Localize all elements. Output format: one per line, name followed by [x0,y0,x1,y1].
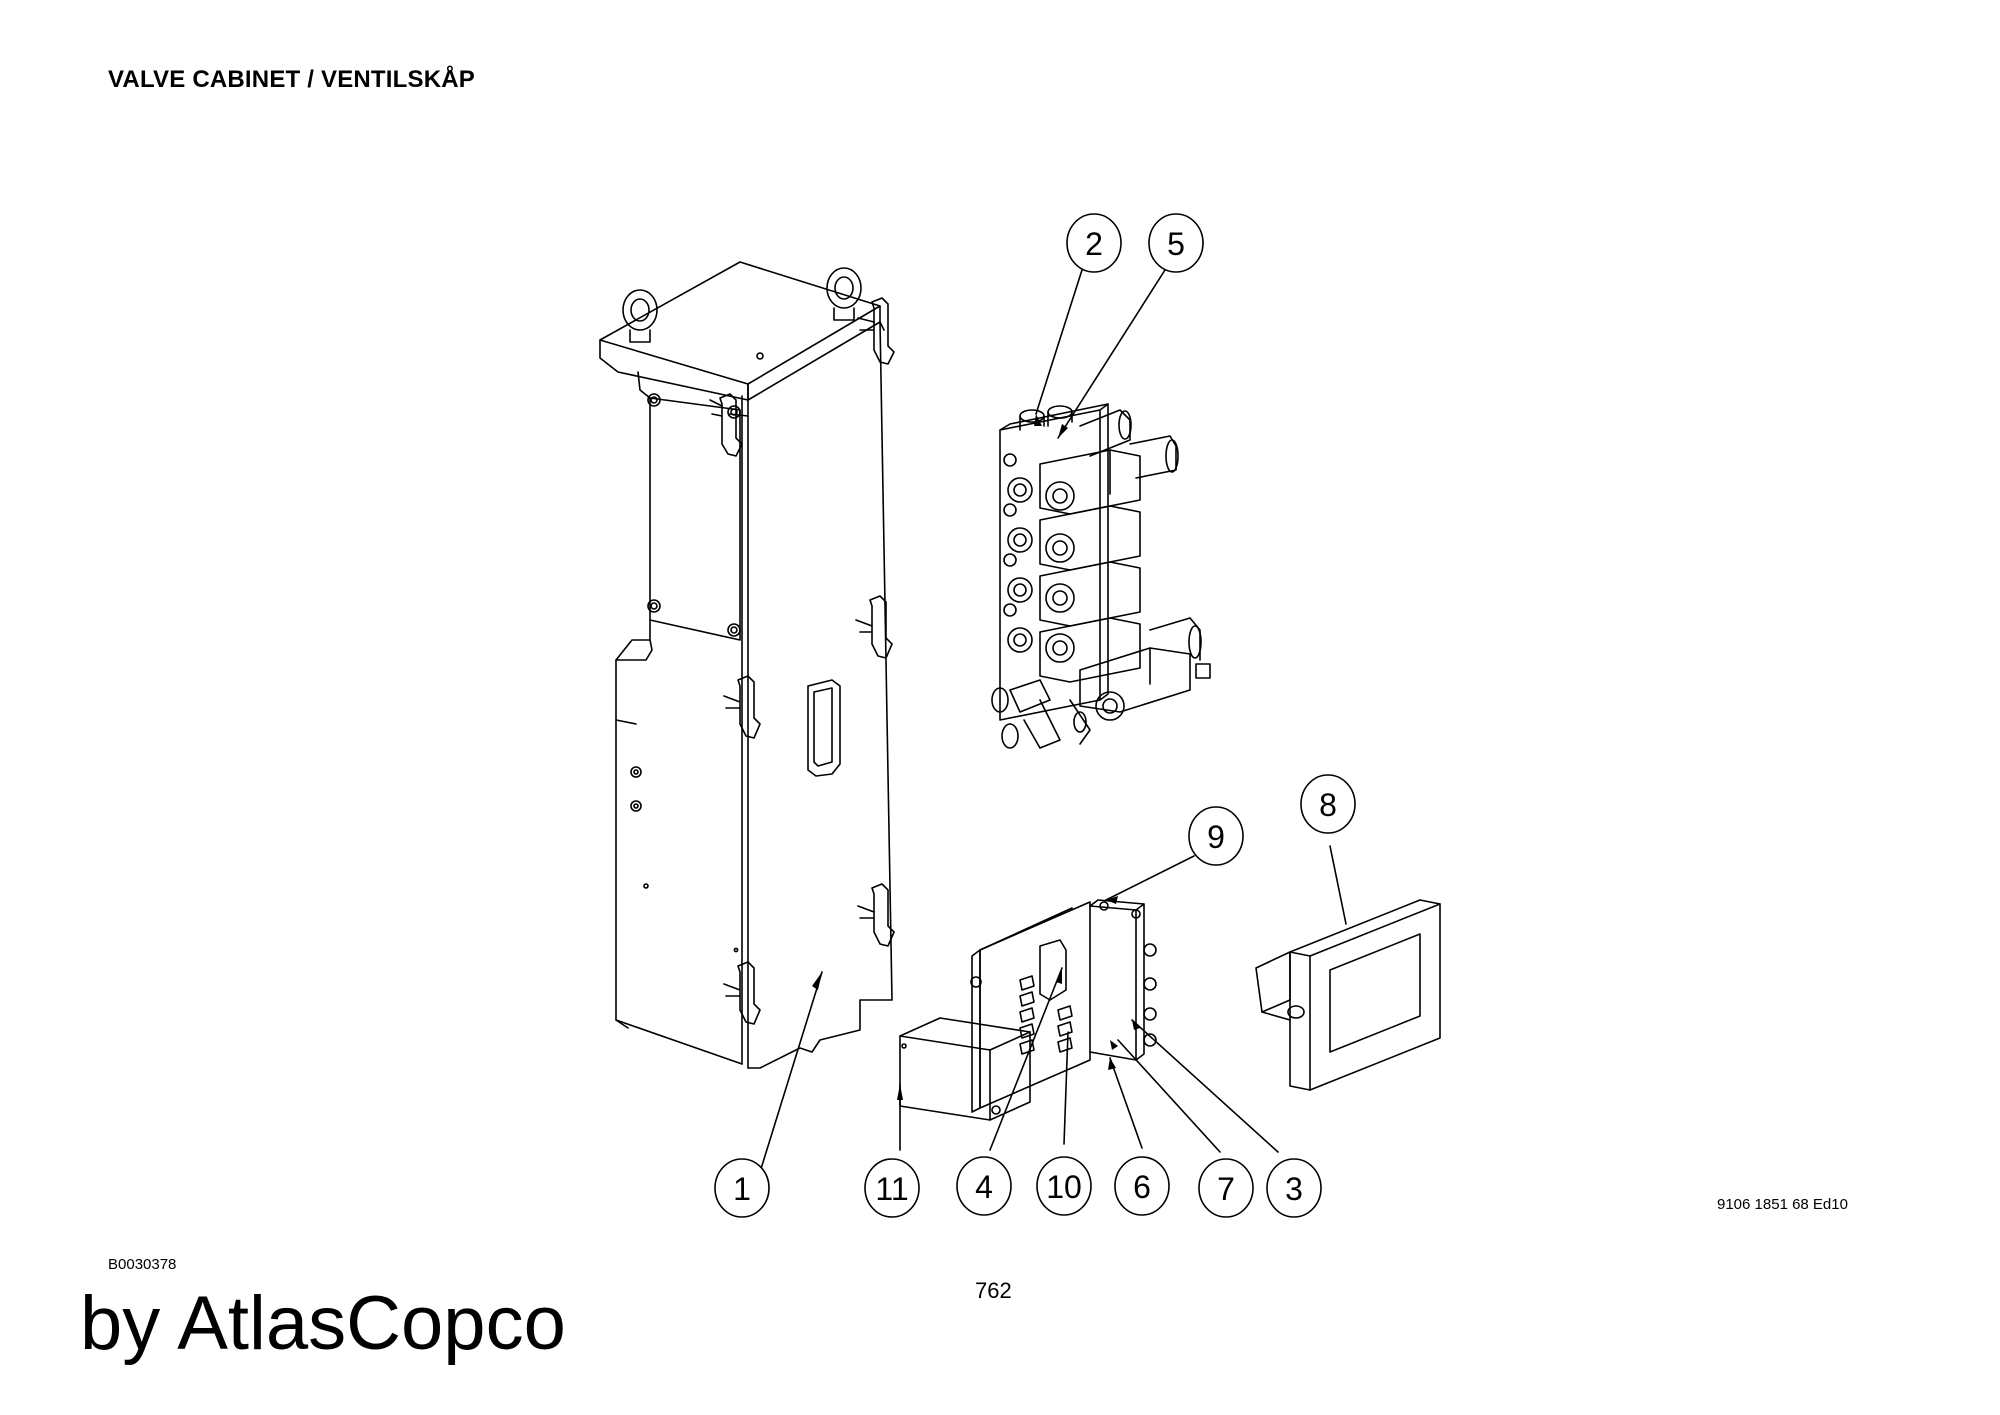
svg-text:10: 10 [1046,1169,1082,1205]
callout-9: 9 [1188,806,1244,866]
document-number: 9106 1851 68 Ed10 [1717,1196,1848,1213]
svg-text:3: 3 [1285,1171,1303,1207]
valve-block-assembly [991,403,1211,749]
svg-text:4: 4 [975,1169,993,1205]
callout-5: 5 [1148,213,1204,273]
display-unit [1255,899,1441,1091]
callout-3: 3 [1266,1158,1322,1218]
callout-6: 6 [1114,1156,1170,1216]
svg-text:8: 8 [1319,787,1337,823]
callout-10: 10 [1036,1156,1092,1216]
callout-1: 1 [714,1158,770,1218]
svg-text:9: 9 [1207,819,1225,855]
callout-7: 7 [1198,1158,1254,1218]
callout-2: 2 [1066,213,1122,273]
svg-text:11: 11 [875,1171,908,1207]
brand-text: by AtlasCopco [80,1281,566,1366]
leader-arrowheads [812,414,1140,1100]
svg-text:1: 1 [733,1171,751,1207]
svg-text:6: 6 [1133,1169,1151,1205]
callout-4: 4 [956,1156,1012,1216]
drawing-code: B0030378 [108,1256,177,1273]
svg-text:5: 5 [1167,226,1185,262]
svg-text:7: 7 [1217,1171,1235,1207]
callout-11: 11 [864,1158,920,1218]
svg-text:2: 2 [1085,226,1103,262]
callout-8: 8 [1300,774,1356,834]
valve-cabinet [599,261,895,1069]
diagram-title: VALVE CABINET / VENTILSKÅP [108,66,476,93]
page-number: 762 [975,1278,1012,1303]
leader-lines [759,269,1347,1173]
electrical-box-assembly [899,899,1157,1121]
